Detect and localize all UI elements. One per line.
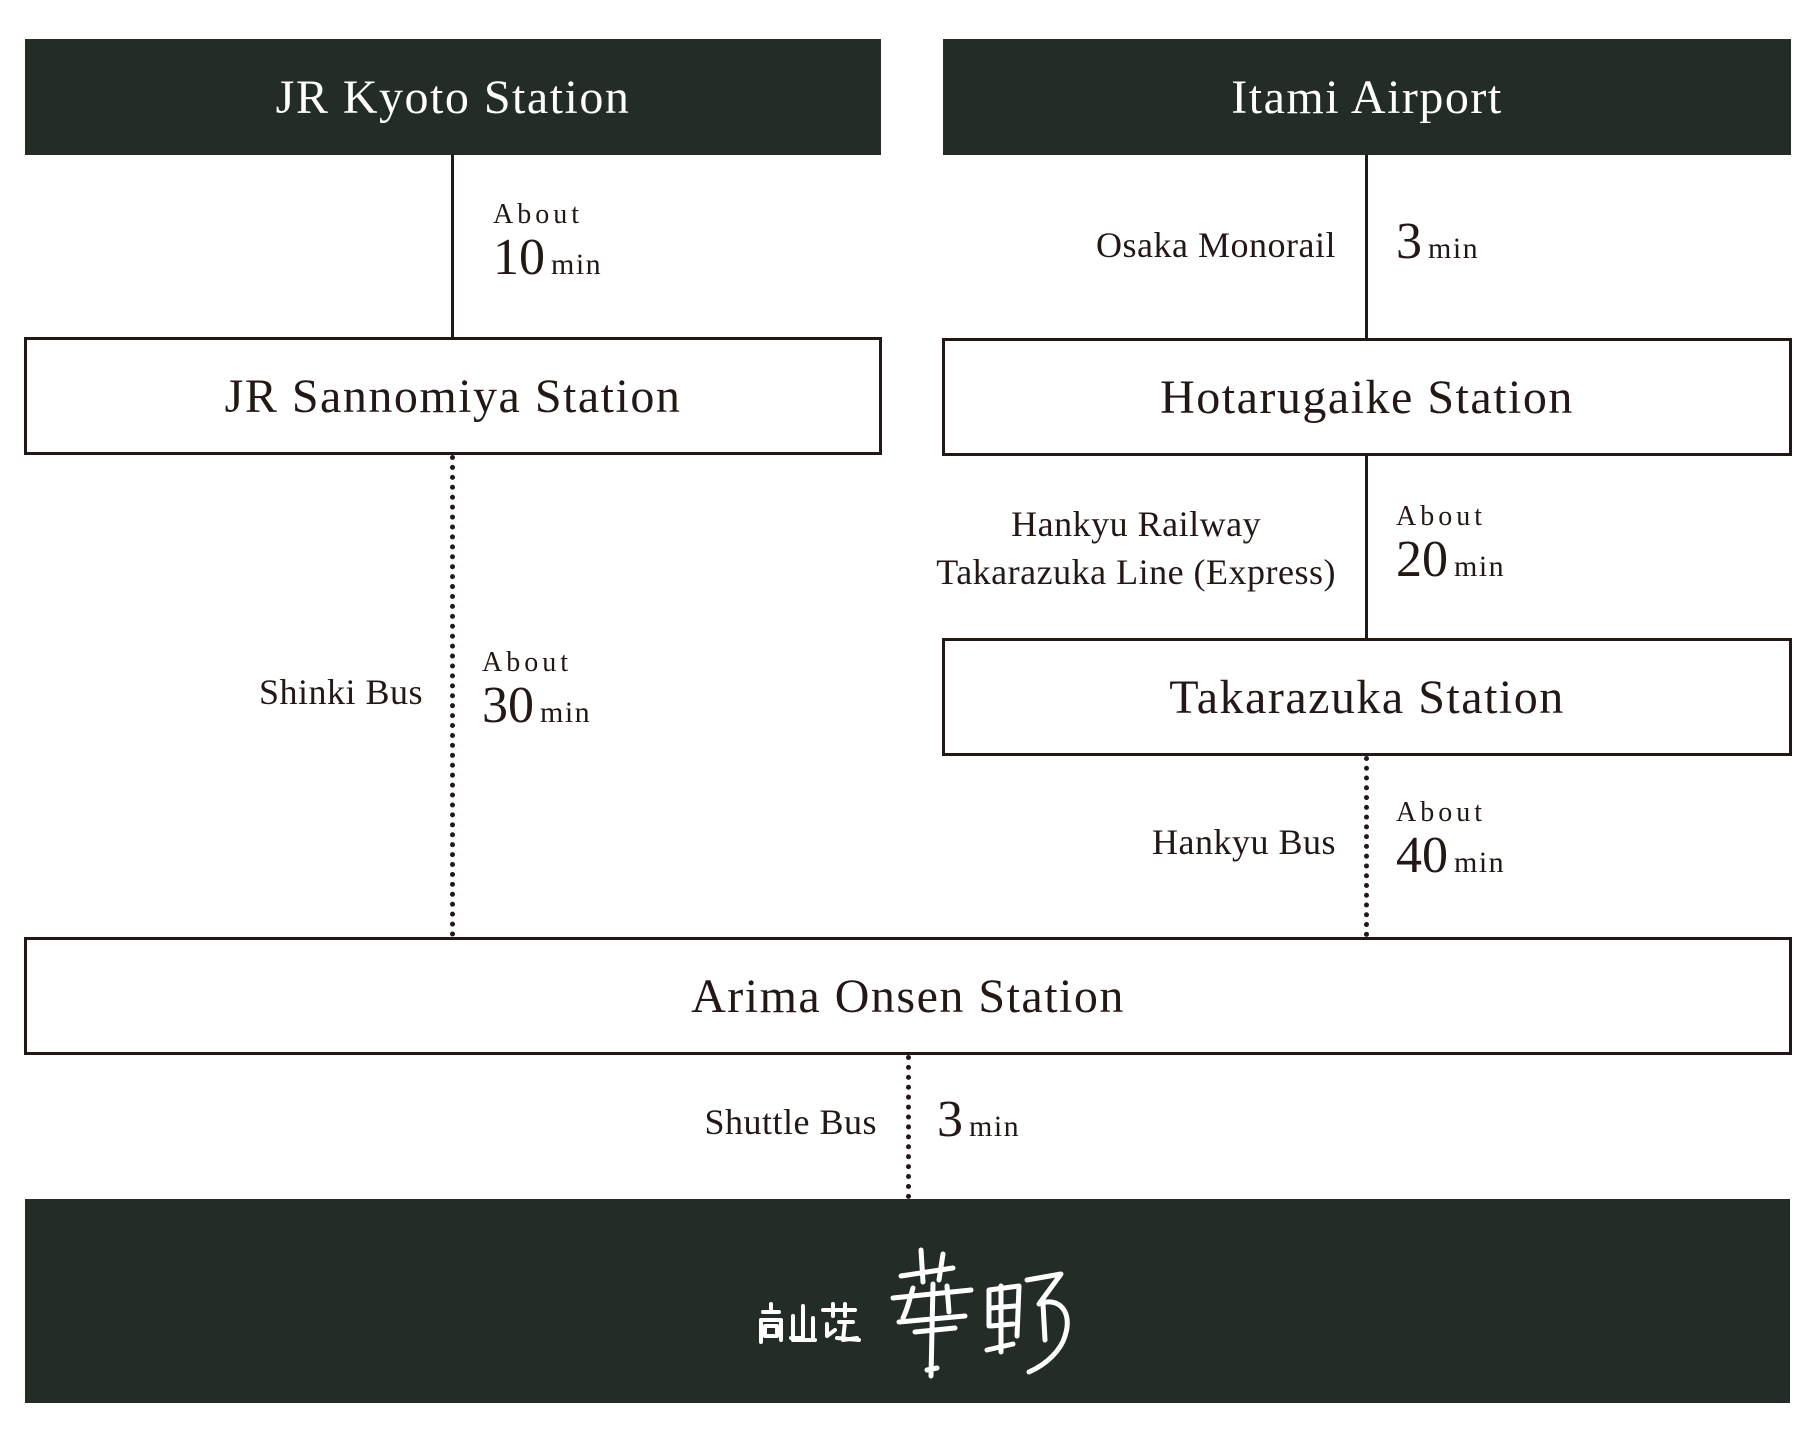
sannomiya-station-box: JR Sannomiya Station	[24, 337, 882, 455]
itami-airport-box: Itami Airport	[943, 39, 1791, 155]
itami-hotarugaike-line	[1365, 155, 1368, 338]
duration-unit: min	[1454, 550, 1506, 583]
about-label: About	[482, 647, 572, 678]
about-label: About	[1396, 797, 1486, 828]
about-label: About	[1396, 501, 1486, 532]
kyoto-station-box: JR Kyoto Station	[25, 39, 881, 155]
duration-value: 20	[1396, 531, 1448, 588]
duration-unit: min	[551, 248, 603, 281]
hankyu-railway-line2: Takarazuka Line (Express)	[936, 552, 1336, 592]
duration-value: 3	[1396, 213, 1422, 270]
about-label: About	[493, 199, 583, 230]
sannomiya-station-label: JR Sannomiya Station	[224, 369, 682, 423]
arima-onsen-station-box: Arima Onsen Station	[24, 937, 1792, 1055]
takarazuka-arima-dotted-line	[1364, 756, 1369, 937]
takarazuka-station-label: Takarazuka Station	[1169, 670, 1565, 724]
arima-onsen-station-label: Arima Onsen Station	[691, 969, 1125, 1023]
duration-value: 3	[937, 1091, 963, 1148]
arima-hotel-dotted-line	[906, 1055, 911, 1199]
takarazuka-station-box: Takarazuka Station	[942, 638, 1792, 756]
hotarugaike-station-box: Hotarugaike Station	[942, 338, 1792, 456]
shinki-bus-label: Shinki Bus	[258, 672, 423, 712]
osaka-monorail-label: Osaka Monorail	[1096, 225, 1336, 265]
hotarugaike-takarazuka-line	[1365, 456, 1368, 638]
duration-value: 30	[482, 677, 534, 734]
kyoto-sannomiya-line	[451, 155, 454, 337]
hotel-calligraphy-logo	[743, 1240, 1093, 1385]
duration-unit: min	[969, 1110, 1021, 1143]
hankyu-railway-line1: Hankyu Railway	[1011, 504, 1262, 544]
duration-value: 40	[1396, 827, 1448, 884]
itami-airport-label: Itami Airport	[1231, 70, 1503, 124]
hankyu-railway-label: Hankyu Railway Takarazuka Line (Express)	[936, 500, 1336, 596]
hankyu-bus-label: Hankyu Bus	[1152, 822, 1336, 862]
kyoto-station-label: JR Kyoto Station	[275, 70, 631, 124]
sannomiya-arima-dotted-line	[450, 455, 455, 937]
duration-unit: min	[540, 696, 592, 729]
duration-unit: min	[1428, 232, 1480, 265]
hotarugaike-station-label: Hotarugaike Station	[1160, 370, 1574, 424]
duration-unit: min	[1454, 846, 1506, 879]
shuttle-bus-label: Shuttle Bus	[704, 1102, 877, 1142]
duration-value: 10	[493, 229, 545, 286]
